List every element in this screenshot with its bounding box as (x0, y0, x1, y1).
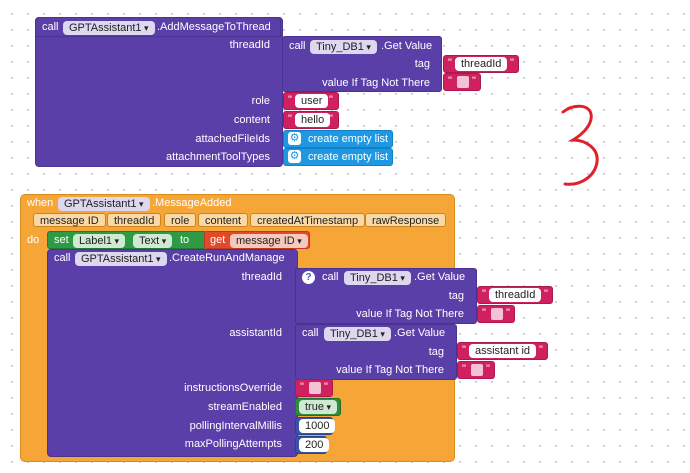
quote-icon: " (486, 363, 490, 375)
quote-icon: " (448, 75, 452, 87)
component-dropdown[interactable]: GPTAssistant1 (63, 21, 155, 35)
create-empty-list-block[interactable] (283, 148, 393, 166)
quote-icon: " (288, 94, 292, 106)
component-dropdown[interactable]: Tiny_DB1 (344, 271, 411, 285)
tag-label: tag (448, 290, 464, 302)
method-name: .Get Value (414, 271, 466, 283)
text-value[interactable]: threadId (455, 57, 508, 71)
set-keyword: set (54, 234, 69, 246)
call-keyword: call (289, 40, 306, 52)
tag-label: tag (428, 346, 444, 358)
quote-icon: " (329, 94, 333, 106)
handwritten-annotation (561, 104, 599, 186)
text-value[interactable]: hello (295, 113, 331, 127)
text-value[interactable]: user (295, 94, 329, 108)
event-param[interactable]: rawResponse (365, 213, 447, 227)
quote-icon: " (288, 113, 292, 125)
param-instructionsOverride: instructionsOverride (184, 382, 282, 394)
do-keyword: do (27, 234, 40, 246)
text-value[interactable]: threadId (489, 288, 542, 302)
create-empty-list-block[interactable] (283, 130, 393, 148)
quote-icon: " (482, 307, 486, 319)
event-param[interactable]: createdAtTimestamp (250, 213, 366, 227)
method-name: .CreateRunAndManage (169, 252, 285, 264)
component-dropdown[interactable]: GPTAssistant1 (75, 252, 167, 266)
value-if-tag-not-there-label: value If Tag Not There (322, 77, 430, 89)
param-attachedFileIds: attachedFileIds (195, 133, 270, 145)
number-value[interactable]: 1000 (299, 419, 336, 433)
help-icon[interactable]: ? (302, 271, 315, 284)
quote-icon: " (482, 288, 486, 300)
property-dropdown[interactable]: Text (133, 234, 173, 248)
method-name: .AddMessageToThread (157, 21, 271, 33)
quote-icon: " (329, 113, 333, 125)
gear-icon[interactable]: ⚙ (288, 132, 301, 145)
text-value[interactable]: assistant id (469, 344, 537, 358)
param-role: role (251, 95, 270, 107)
component-dropdown[interactable]: GPTAssistant1 (58, 197, 150, 211)
param-assistantId: assistantId (229, 327, 282, 339)
event-param[interactable]: role (164, 213, 197, 227)
component-dropdown[interactable]: Label1 (73, 234, 126, 248)
param-threadId: threadId (241, 271, 282, 283)
value-if-tag-not-there-label: value If Tag Not There (356, 308, 464, 320)
param-threadId: threadId (229, 39, 270, 51)
method-name: .Get Value (394, 327, 446, 339)
create-empty-list-label: create empty list (308, 133, 389, 145)
call-keyword: call (302, 327, 319, 339)
quote-icon: " (472, 75, 476, 87)
event-param[interactable]: message ID (33, 213, 106, 227)
call-keyword: call (42, 21, 59, 33)
component-dropdown[interactable]: Tiny_DB1 (324, 327, 391, 341)
empty-text-field[interactable] (309, 382, 321, 394)
call-keyword: call (322, 271, 339, 283)
quote-icon: " (324, 381, 328, 393)
event-param[interactable]: content (198, 213, 249, 227)
number-value[interactable]: 200 (299, 438, 330, 452)
variable-dropdown[interactable]: message ID (230, 234, 308, 248)
get-keyword: get (210, 234, 226, 246)
component-dropdown[interactable]: Tiny_DB1 (310, 40, 377, 54)
param-content: content (233, 114, 270, 126)
call-keyword: call (54, 252, 71, 264)
quote-icon: " (510, 57, 514, 69)
add-message-block[interactable] (35, 17, 283, 167)
param-attachmentToolTypes: attachmentToolTypes (166, 151, 270, 163)
empty-text-field[interactable] (457, 76, 469, 88)
create-run-block[interactable] (47, 249, 298, 457)
empty-text-field[interactable] (471, 364, 483, 376)
value-if-tag-not-there-label: value If Tag Not There (336, 364, 444, 376)
quote-icon: " (300, 381, 304, 393)
tag-label: tag (414, 58, 430, 70)
param-maxPollingAttempts: maxPollingAttempts (184, 438, 282, 450)
create-empty-list-label: create empty list (308, 151, 389, 163)
quote-icon: " (448, 57, 452, 69)
when-keyword: when (27, 197, 54, 209)
quote-icon: " (462, 363, 466, 375)
quote-icon: " (544, 288, 548, 300)
event-name: .MessageAdded (152, 197, 232, 209)
param-streamEnabled: streamEnabled (208, 401, 282, 413)
gear-icon[interactable]: ⚙ (288, 150, 301, 163)
boolean-dropdown[interactable]: true (299, 400, 337, 414)
quote-icon: " (462, 344, 466, 356)
method-name: .Get Value (381, 40, 433, 52)
param-pollingIntervalMillis: pollingIntervalMillis (189, 420, 282, 432)
quote-icon: " (506, 307, 510, 319)
event-param[interactable]: threadId (107, 213, 162, 227)
quote-icon: " (539, 344, 543, 356)
to-keyword: to (180, 234, 190, 246)
empty-text-field[interactable] (491, 308, 503, 320)
